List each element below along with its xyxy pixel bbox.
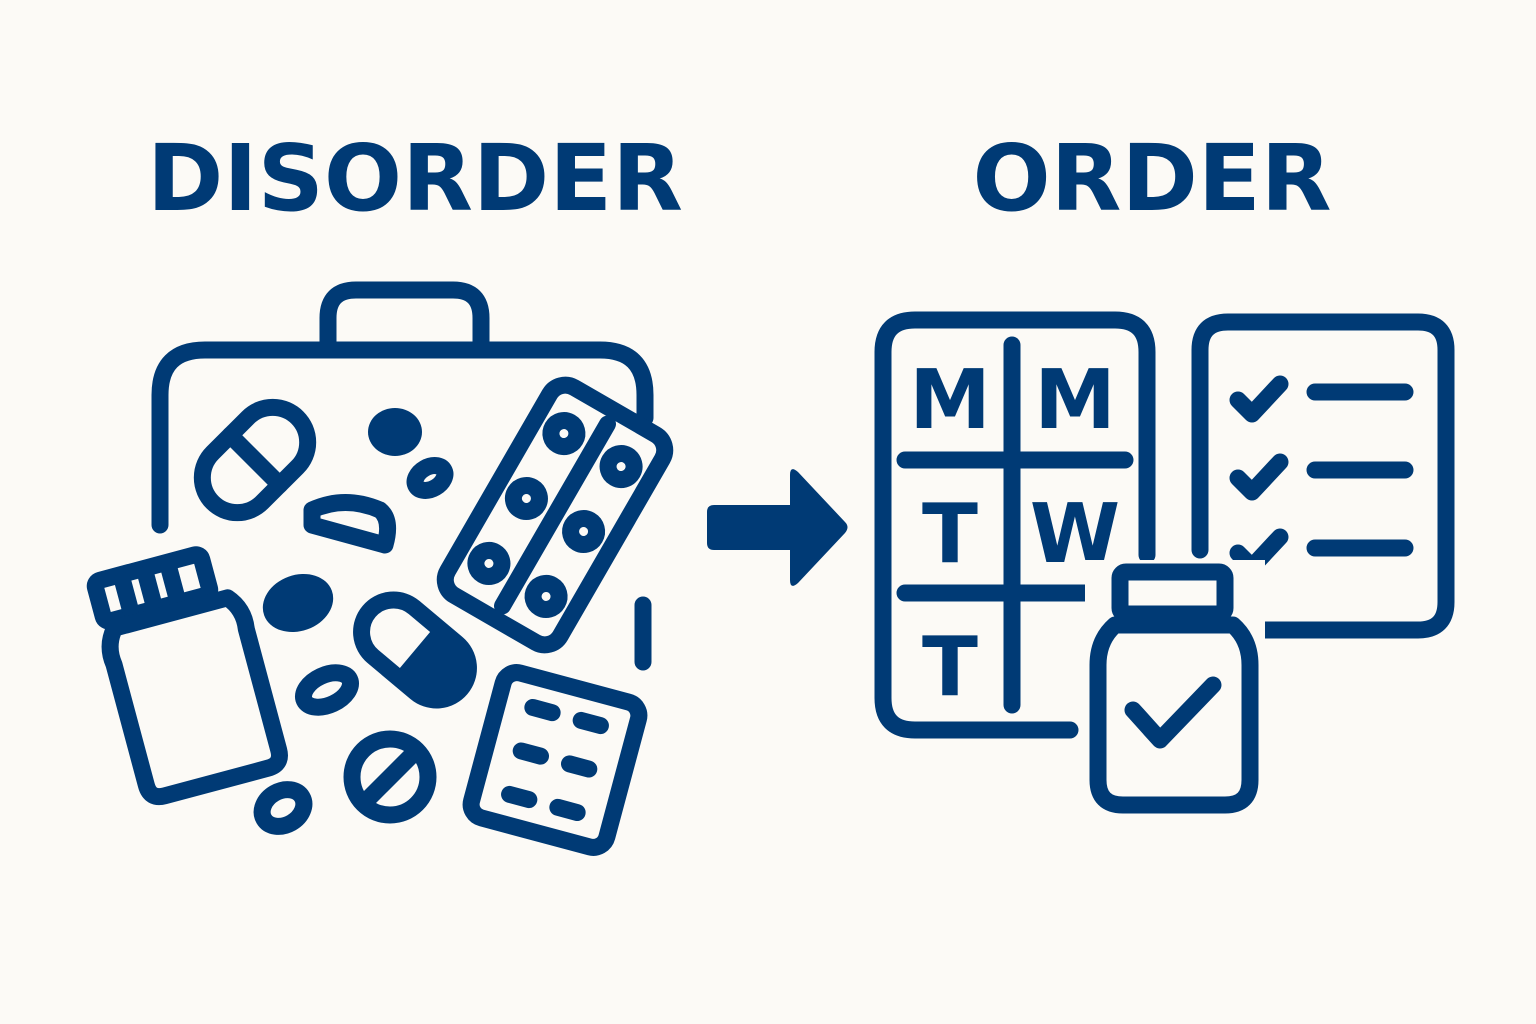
- suitcase-icon: [151, 281, 654, 671]
- blister-pack-icon: [462, 664, 648, 856]
- pill-icon: [253, 781, 313, 835]
- calendar-cell-label: M: [1034, 353, 1116, 448]
- blister-pack-icon: [436, 376, 674, 654]
- pill-bottle-icon: [86, 546, 288, 806]
- pill-icon: [406, 457, 454, 499]
- pill-icon: [294, 664, 360, 716]
- calendar-cell-label: T: [922, 487, 978, 582]
- pill-icon: [262, 573, 334, 633]
- capsule-icon: [193, 398, 317, 522]
- heading-disorder: DISORDER: [147, 125, 683, 232]
- heading-order: ORDER: [972, 125, 1331, 232]
- capsule-icon: [353, 591, 477, 709]
- arrow-right-icon: [707, 469, 848, 586]
- pill-icon: [303, 494, 397, 554]
- pill-bottle-icon: [1085, 560, 1265, 820]
- checkmark-icon: [1229, 375, 1289, 423]
- pill-icon: [368, 408, 422, 456]
- calendar-cell-label: M: [909, 353, 991, 448]
- checkmark-icon: [1124, 676, 1222, 749]
- weekly-pill-organizer-icon: M M T W T: [874, 311, 1156, 739]
- pill-icon: [343, 730, 437, 824]
- checkmark-icon: [1229, 453, 1289, 501]
- calendar-cell-label: T: [922, 620, 978, 715]
